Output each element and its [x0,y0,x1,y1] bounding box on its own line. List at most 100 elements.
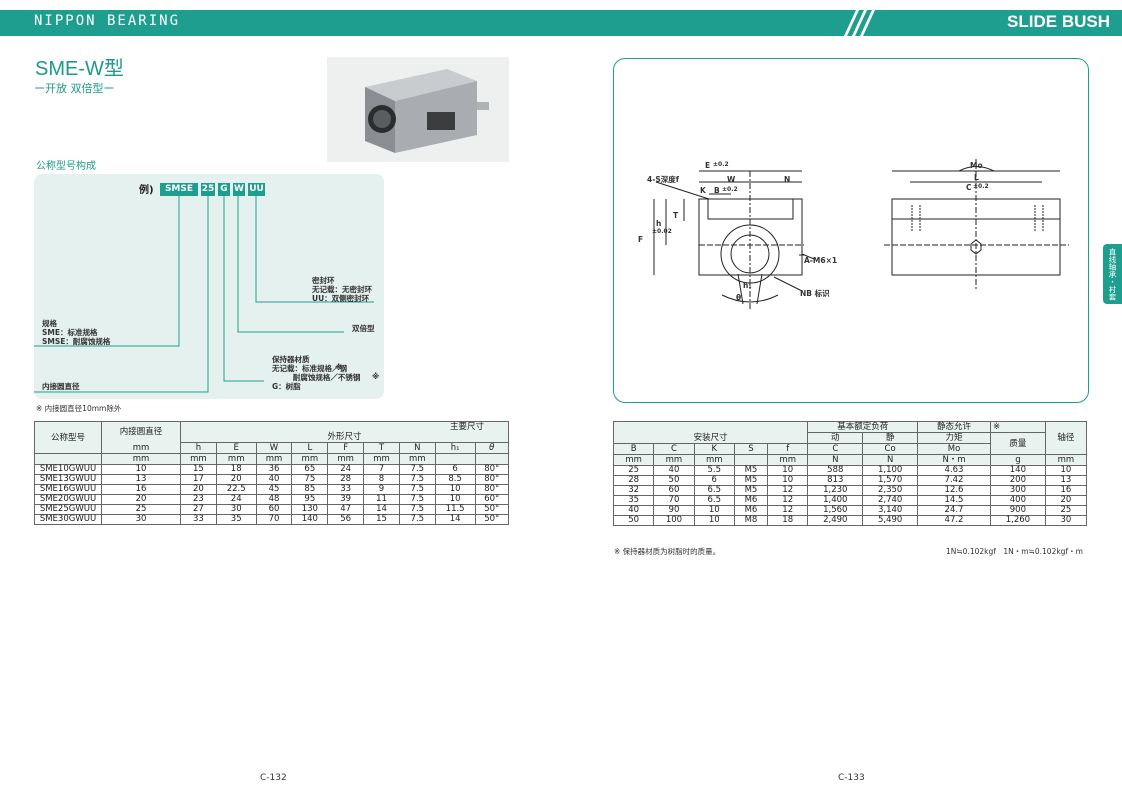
table-cell: 12.6 [917,485,991,496]
table-cell: 24 [327,464,365,475]
table-cell: 6.5 [693,495,735,506]
table-cell: 1,260 [989,515,1046,526]
table-cell: M8 [733,515,769,526]
unit: mm [612,454,655,466]
table-cell: 7.42 [917,475,991,486]
table-cell: 14 [363,504,400,515]
table-cell: 3,140 [862,505,919,516]
load-static: 静 [862,432,919,444]
left-dimension-table: 公称型号 内接圆直径 主要尺寸 外形尺寸 mm h E W L F T N h₁… [34,421,510,525]
dim-label-k: K [700,186,706,195]
table-cell: 9 [363,484,400,495]
unit: mm [215,453,257,465]
section-side-tab[interactable]: 直线轴承・衬套 [1103,244,1122,304]
table-cell: 45 [255,484,293,495]
table-cell: 28 [612,475,655,486]
table-cell: 30 [101,514,181,525]
table-cell: 10 [1044,465,1088,476]
code-part-spec: SMSE [160,183,198,196]
col-header: C [653,443,695,455]
table-cell: 70 [255,514,293,525]
dim-label-c-tol: ±0.2 [973,183,989,190]
dim-label-t: T [673,211,679,220]
table-cell: 1,560 [807,505,864,516]
code-section-label: 公称型号构成 [36,161,96,172]
col-header: Co [862,443,919,455]
table-cell: 40 [612,505,655,516]
table-cell: 28 [327,474,365,485]
table-cell: 30 [215,504,257,515]
table-cell: 80° [474,474,510,485]
col-header: θ [474,442,510,454]
table-cell: 10 [101,464,181,475]
dim-label-e-tol: ±0.2 [713,161,729,168]
table-cell: 7.5 [398,464,436,475]
table-cell: 11 [363,494,400,505]
col-header: W [255,442,293,454]
table-cell: 20 [215,474,257,485]
unit-bore: mm [101,442,181,454]
table-cell: 48 [255,494,293,505]
table-cell: 7 [363,464,400,475]
dim-label-l: L [974,173,979,182]
col-header: T [363,442,400,454]
table-cell: 7.5 [398,474,436,485]
moment-sub: 力矩 [917,432,991,444]
table-cell: SME20GWUU [34,494,102,505]
unit: N [862,454,919,466]
table-cell: 20 [1044,495,1088,506]
table-cell: 5,490 [862,515,919,526]
unit: mm [398,453,436,465]
dim-label-b-tol: ±0.2 [722,186,738,193]
table-cell: 6.5 [693,485,735,496]
load-dynamic: 动 [807,432,864,444]
label-double: 双倍型 [352,324,375,333]
table-cell: 40 [255,474,293,485]
table-cell: 40 [653,465,695,476]
col-header: h₁ [434,442,476,454]
table-cell: 10 [693,505,735,516]
dim-label-h: h [656,219,662,228]
table-cell: 7.5 [398,504,436,515]
table-cell: 33 [327,484,365,495]
table-cell: 75 [291,474,329,485]
table-cell: 1,400 [807,495,864,506]
code-part-retainer: G [218,183,230,196]
col-header: C [807,443,864,455]
col-header: K [693,443,735,455]
retainer-mark-2: ※ [372,372,380,381]
table-cell: SME30GWUU [34,514,102,525]
table-cell: M6 [733,495,769,506]
dim-label-nb: NB 标识 [800,289,830,298]
code-part-seal: UU [248,183,265,196]
table-cell: SME25GWUU [34,504,102,515]
table-cell: 4.63 [917,465,991,476]
unit [474,453,510,465]
col-header-model: 公称型号 [34,421,102,454]
unit [434,453,476,465]
table-cell: 50 [612,515,655,526]
page-header: NIPPON BEARING SLIDE BUSH [0,10,1122,36]
table-cell: 2,490 [807,515,864,526]
product-title: SME-W型 [35,58,124,80]
product-photo [327,57,509,162]
group-header-mount: 安装尺寸 [612,421,809,444]
col-header: B [612,443,655,455]
table-cell: 10 [434,484,476,495]
table-cell: 17 [179,474,217,485]
table-cell: 140 [291,514,329,525]
table-cell: 10 [693,515,735,526]
table-cell: 200 [989,475,1046,486]
unit: N [807,454,864,466]
table-cell: 27 [179,504,217,515]
table-cell: 588 [807,465,864,476]
unit-conversion-note: 1N≒0.102kgf 1N・m≒0.102kgf・m [946,547,1083,556]
table-cell: 813 [807,475,864,486]
